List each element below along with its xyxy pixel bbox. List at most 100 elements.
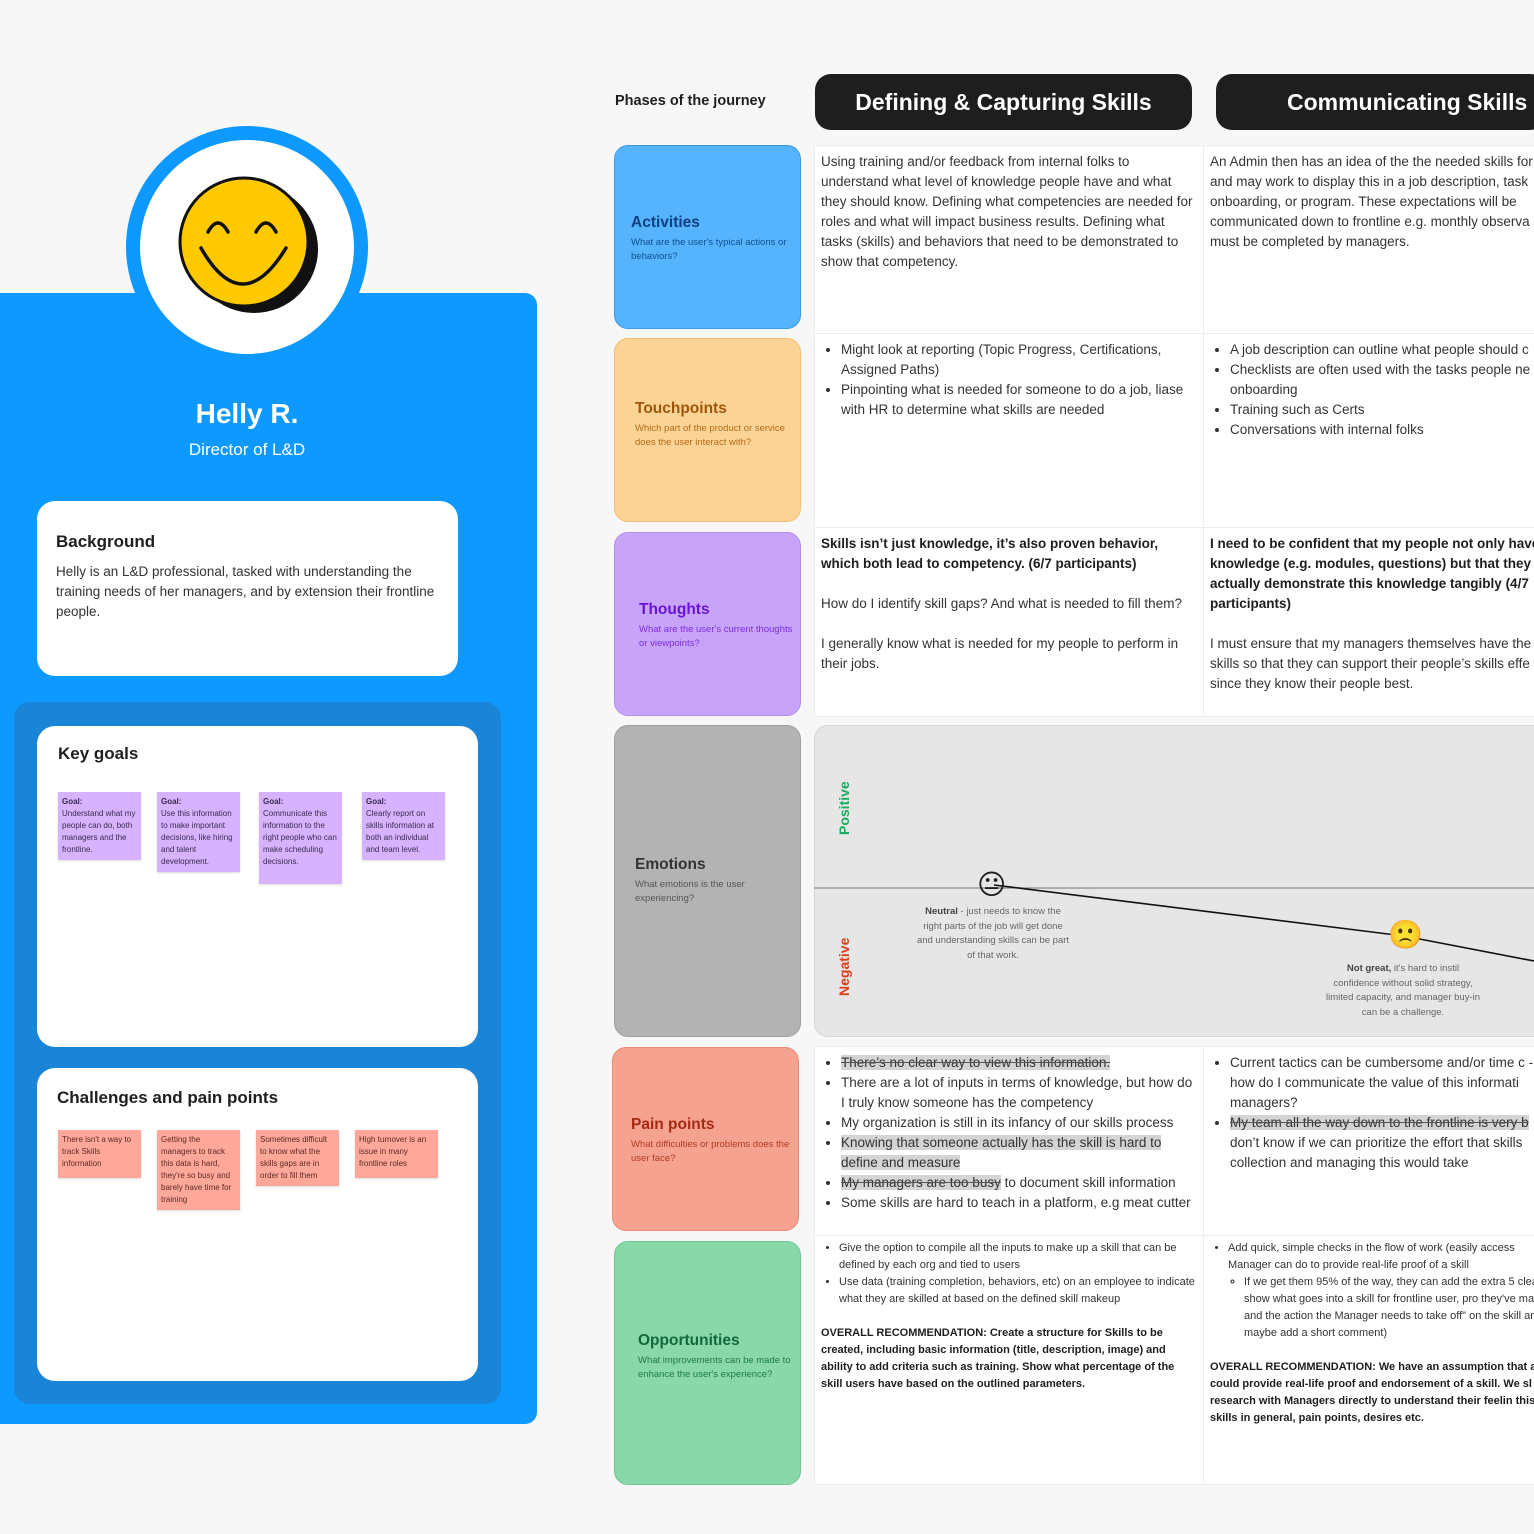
goal-text: Understand what my people can do, both m… — [62, 809, 136, 854]
row-title: Activities — [631, 214, 700, 231]
activities-text: Using training and/or feedback from inte… — [821, 154, 1193, 269]
touchpoint-item: Training such as Certs — [1230, 400, 1534, 420]
thought-quote: Skills isn’t just knowledge, it’s also p… — [821, 536, 1159, 571]
goal-text: Clearly report on skills information at … — [366, 809, 435, 854]
goal-sticky-note[interactable]: Goal:Clearly report on skills informatio… — [362, 792, 445, 860]
phases-label: Phases of the journey — [615, 93, 766, 109]
touchpoints-list: A job description can outline what peopl… — [1210, 340, 1534, 440]
goal-sticky-note[interactable]: Goal: Communicate this information to the… — [259, 792, 342, 884]
pain-item: My organization is still in its infancy … — [841, 1113, 1197, 1133]
key-goals-card: Key goals Goal: Understand what my people… — [37, 726, 478, 1047]
smiley-face-icon — [178, 176, 318, 313]
overall-recommendation: OVERALL RECOMMENDATION: We have an assum… — [1210, 1361, 1534, 1424]
row-label-thoughts: Thoughts What are the user's current tho… — [614, 532, 801, 716]
goal-text: Communicate this information to the righ… — [263, 809, 337, 866]
sad-face-icon: 🙁 — [1388, 919, 1423, 950]
thought-text: I generally know what is needed for my p… — [821, 636, 1179, 671]
pain-item: There are a lot of inputs in terms of kn… — [841, 1073, 1197, 1113]
pain-item: There’s no clear way to view this inform… — [841, 1053, 1197, 1073]
opportunity-text: Add quick, simple checks in the flow of … — [1228, 1242, 1515, 1271]
phase-header-communicating[interactable]: Communicating Skills — [1216, 74, 1534, 130]
emotion-curve — [814, 884, 1534, 962]
persona-role: Director of L&D — [188, 440, 306, 459]
row-title: Pain points — [631, 1116, 715, 1133]
persona-name: Helly R. — [195, 398, 299, 429]
opportunity-subitem: If we get them 95% of the way, they can … — [1244, 1274, 1534, 1342]
pain-item: My managers are too busy to document ski… — [841, 1173, 1197, 1193]
row-subtitle: What are the user's typical actions or b… — [631, 237, 787, 262]
pain-item: My team all the way down to the frontlin… — [1230, 1113, 1534, 1173]
pain-text: don’t know if we can prioritize the effo… — [1230, 1135, 1523, 1170]
challenge-sticky-note[interactable]: High turnover is an issue in many frontl… — [355, 1130, 438, 1178]
touchpoint-item: Conversations with internal folks — [1230, 420, 1534, 440]
thoughts-cell-communicating: I need to be confident that my people no… — [1203, 527, 1534, 717]
background-title: Background — [56, 532, 156, 551]
background-card: Background Helly is an L&D professional,… — [37, 501, 458, 676]
pain-item: Current tactics can be cumbersome and/or… — [1230, 1053, 1534, 1113]
row-label-touchpoints: Touchpoints Which part of the product or… — [614, 338, 801, 522]
neutral-face-icon: 😐 — [977, 869, 1007, 900]
row-label-activities: Activities What are the user's typical a… — [614, 145, 801, 329]
row-label-opportunities: Opportunities What improvements can be m… — [614, 1241, 801, 1485]
row-title: Emotions — [635, 856, 706, 873]
challenge-sticky-note[interactable]: Getting the managers to track this data … — [157, 1130, 240, 1210]
opportunities-list: Give the option to compile all the input… — [821, 1240, 1197, 1308]
thought-quote: I need to be confident that my people no… — [1210, 536, 1534, 611]
touchpoint-item: Might look at reporting (Topic Progress,… — [841, 340, 1197, 380]
activities-cell-defining: Using training and/or feedback from inte… — [814, 145, 1204, 334]
touchpoints-cell-defining: Might look at reporting (Topic Progress,… — [814, 333, 1204, 528]
emotion-note-bold: Not great, — [1346, 963, 1392, 974]
pain-text: to document skill information — [1000, 1175, 1176, 1190]
touchpoints-list: Might look at reporting (Topic Progress,… — [821, 340, 1197, 420]
opportunities-cell-defining: Give the option to compile all the input… — [814, 1235, 1204, 1485]
goal-label: Goal: — [263, 797, 284, 806]
goal-sticky-note[interactable]: Goal:Use this information to make import… — [157, 792, 240, 872]
emotion-note-text: it's hard to instil confidence without s… — [1326, 963, 1481, 1018]
goal-label: Goal: — [62, 797, 83, 806]
background-text: Helly is an L&D professional, tasked wit… — [56, 564, 435, 619]
row-subtitle: What improvements can be made to enhance… — [638, 1355, 791, 1380]
goal-label: Goal: — [161, 797, 182, 806]
row-subtitle: What emotions is the user experiencing? — [635, 879, 745, 904]
row-title: Thoughts — [639, 601, 710, 618]
activities-cell-communicating: An Admin then has an idea of the the nee… — [1203, 145, 1534, 334]
pain-list: There’s no clear way to view this inform… — [821, 1053, 1197, 1213]
opportunities-cell-communicating: Add quick, simple checks in the flow of … — [1203, 1235, 1534, 1485]
touchpoint-item: Pinpointing what is needed for someone t… — [841, 380, 1197, 420]
pain-text-highlighted: Knowing that someone actually has the sk… — [841, 1135, 1162, 1170]
pain-item: Knowing that someone actually has the sk… — [841, 1133, 1197, 1173]
opportunities-list: Add quick, simple checks in the flow of … — [1210, 1240, 1534, 1342]
overall-recommendation: OVERALL RECOMMENDATION: Create a structu… — [821, 1327, 1175, 1390]
row-label-pain-points: Pain points What difficulties or problem… — [612, 1047, 799, 1231]
thought-text: How do I identify skill gaps? And what i… — [821, 596, 1182, 611]
row-subtitle: What are the user's current thoughts or … — [639, 624, 793, 649]
emotion-note-bold: Neutral — [925, 906, 958, 917]
goal-sticky-note[interactable]: Goal: Understand what my people can do, b… — [58, 792, 141, 860]
row-subtitle: Which part of the product or service doe… — [635, 423, 785, 448]
touchpoint-item: Checklists are often used with the tasks… — [1230, 360, 1534, 400]
challenges-title: Challenges and pain points — [57, 1088, 279, 1107]
key-goals-title: Key goals — [58, 744, 139, 763]
pain-cell-defining: There’s no clear way to view this inform… — [814, 1046, 1204, 1236]
touchpoints-cell-communicating: A job description can outline what peopl… — [1203, 333, 1534, 528]
row-title: Touchpoints — [635, 400, 727, 417]
row-title: Opportunities — [638, 1332, 740, 1349]
pain-cell-communicating: Current tactics can be cumbersome and/or… — [1203, 1046, 1534, 1236]
opportunity-item: Add quick, simple checks in the flow of … — [1228, 1240, 1534, 1342]
pain-text-highlighted: My managers are too busy — [841, 1175, 1001, 1190]
opportunity-item: Give the option to compile all the input… — [839, 1240, 1197, 1274]
pain-list: Current tactics can be cumbersome and/or… — [1210, 1053, 1534, 1173]
thought-text: I must ensure that my managers themselve… — [1210, 636, 1532, 691]
pain-item: Some skills are hard to teach in a platf… — [841, 1193, 1197, 1213]
challenge-sticky-note[interactable]: There isn't a way to track Skills inform… — [58, 1130, 141, 1178]
row-label-emotions: Emotions What emotions is the user exper… — [614, 725, 801, 1037]
row-subtitle: What difficulties or problems does the u… — [631, 1139, 790, 1164]
phase-header-defining[interactable]: Defining & Capturing Skills — [815, 74, 1192, 130]
challenge-sticky-note[interactable]: Sometimes difficult to know what the ski… — [256, 1130, 339, 1186]
emotions-graph — [814, 725, 1534, 1037]
pain-text-highlighted: There’s no clear way to view this inform… — [841, 1055, 1111, 1070]
opportunity-item: Use data (training completion, behaviors… — [839, 1274, 1197, 1308]
challenges-card: Challenges and pain points There isn't a… — [37, 1068, 478, 1381]
thoughts-cell-defining: Skills isn’t just knowledge, it’s also p… — [814, 527, 1204, 717]
emotion-note-negative: Not great, it's hard to instil confidenc… — [1326, 962, 1480, 1020]
